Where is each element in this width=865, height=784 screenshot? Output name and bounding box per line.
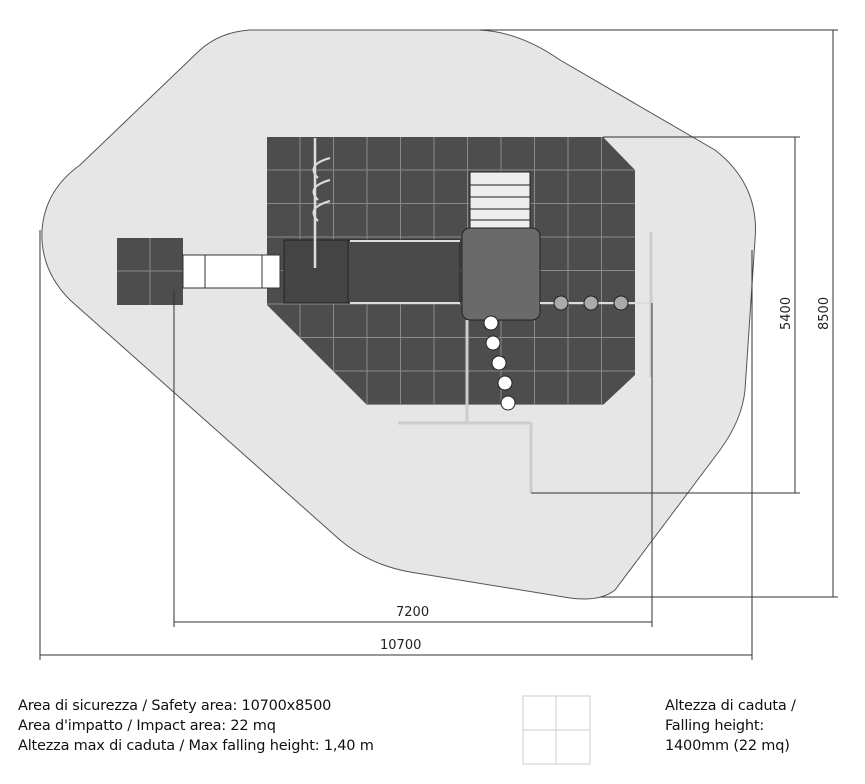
dimension-8500: 8500	[817, 297, 832, 330]
legend-safety-info: Area di sicurezza / Safety area: 10700x8…	[18, 696, 374, 756]
dimension-5400: 5400	[779, 297, 794, 330]
legend-falling-height-line1: Altezza di caduta /	[665, 698, 796, 714]
dimension-lines	[39, 29, 838, 660]
legend-impact-area: Area d'impatto / Impact area: 22 mq	[18, 718, 276, 734]
legend-falling-height-line2: Falling height:	[665, 718, 765, 734]
bridge	[182, 254, 281, 289]
legend-max-falling-height: Altezza max di caduta / Max falling heig…	[18, 738, 374, 754]
legend-falling-height: Altezza di caduta / Falling height: 1400…	[665, 696, 796, 756]
dimension-10700: 10700	[380, 638, 421, 653]
legend-swatch	[522, 695, 591, 765]
dimension-7200: 7200	[396, 605, 429, 620]
legend-safety-area: Area di sicurezza / Safety area: 10700x8…	[18, 698, 332, 714]
legend-falling-height-line3: 1400mm (22 mq)	[665, 738, 790, 754]
platform	[283, 138, 653, 493]
